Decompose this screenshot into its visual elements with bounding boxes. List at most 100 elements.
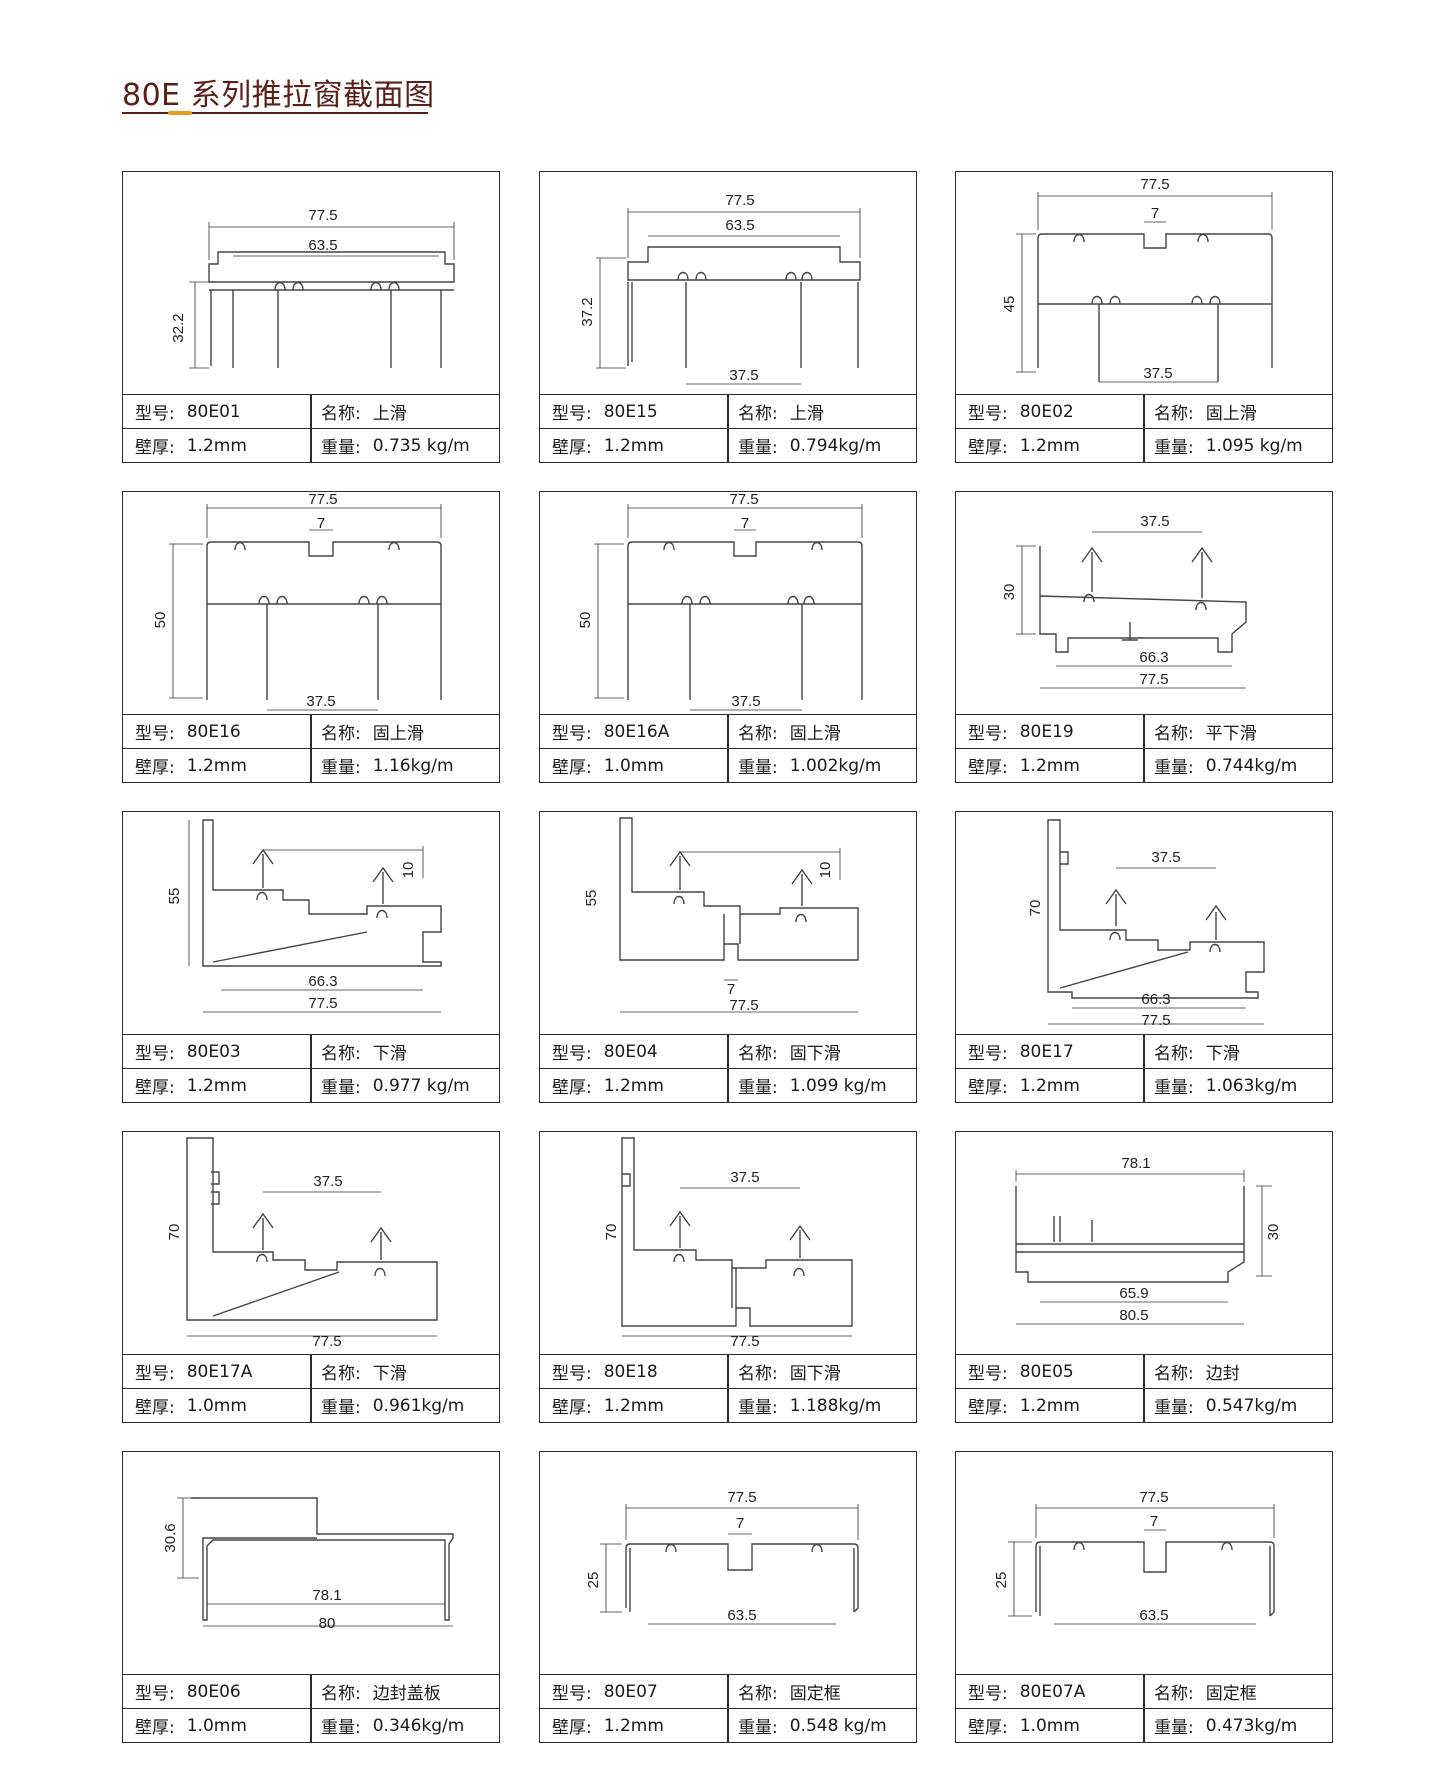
profile-drawing: 77.5 7 25 63.5 xyxy=(993,1489,1275,1625)
thickness-value: 1.2mm xyxy=(1019,1075,1080,1096)
profile-drawing: 37.5 70 77.5 xyxy=(603,1137,853,1350)
weight-value: 0.961kg/m xyxy=(372,1395,465,1416)
model-value: 80E02 xyxy=(1019,401,1074,422)
dim-label: 77.5 xyxy=(730,1333,759,1350)
profile-drawing: 30.6 78.1 80 xyxy=(162,1497,454,1632)
thickness-value: 1.2mm xyxy=(186,435,247,456)
dim-label: 77.5 xyxy=(1140,176,1169,193)
profile-card-80E06: 30.6 78.1 80 型号:80E06 名称:边封盖板 壁厚:1.0mm 重… xyxy=(122,1451,500,1743)
profile-card-80E01: 77.5 63.5 32.2 型号:80E01 名称:上滑 壁厚:1.2mm 重… xyxy=(122,171,500,463)
model-value: 80E17 xyxy=(1019,1041,1074,1062)
dim-label: 66.3 xyxy=(308,973,337,990)
weight-value: 0.744kg/m xyxy=(1205,755,1298,776)
profile-drawing: 37.5 70 66.3 77.5 xyxy=(1027,819,1265,1029)
spec-table: 型号:80E19 名称:平下滑 壁厚:1.2mm 重量:0.744kg/m xyxy=(956,714,1332,782)
dim-label: 10 xyxy=(400,862,417,879)
name-value: 固上滑 xyxy=(372,724,424,744)
weight-value: 0.977 kg/m xyxy=(372,1075,470,1096)
dim-label: 77.5 xyxy=(308,207,337,224)
profile-card-80E03: 10 55 66.3 77.5 型号:80E03 名称:下滑 壁厚:1.2mm … xyxy=(122,811,500,1103)
profile-drawing: 78.1 30 65.9 80.5 xyxy=(1015,1155,1282,1325)
weight-value: 1.099 kg/m xyxy=(789,1075,887,1096)
name-value: 上滑 xyxy=(789,404,824,424)
profile-drawing: 77.5 7 25 63.5 xyxy=(585,1489,859,1625)
spec-table: 型号:80E07 名称:固定框 壁厚:1.2mm 重量:0.548 kg/m xyxy=(540,1674,916,1742)
model-value: 80E16A xyxy=(603,721,670,742)
dim-label: 30.6 xyxy=(162,1523,179,1552)
name-value: 下滑 xyxy=(1205,1044,1240,1064)
weight-value: 0.346kg/m xyxy=(372,1715,465,1736)
dim-label: 77.5 xyxy=(729,492,758,508)
dim-label: 70 xyxy=(603,1224,620,1241)
weight-value: 0.547kg/m xyxy=(1205,1395,1298,1416)
dim-label: 77.5 xyxy=(1141,1012,1170,1029)
model-value: 80E16 xyxy=(186,721,241,742)
dim-label: 77.5 xyxy=(1139,1489,1168,1506)
weight-value: 1.095 kg/m xyxy=(1205,435,1303,456)
dim-label: 66.3 xyxy=(1141,991,1170,1008)
dim-label: 77.5 xyxy=(729,997,758,1014)
thickness-value: 1.2mm xyxy=(603,1715,664,1736)
name-value: 边封盖板 xyxy=(372,1684,441,1704)
profile-card-80E16A: 77.5 7 50 37.5 型号:80E16A 名称:固上滑 壁厚:1.0mm… xyxy=(539,491,917,783)
thickness-value: 1.2mm xyxy=(603,435,664,456)
dim-label: 37.5 xyxy=(1143,365,1172,382)
spec-table: 型号:80E16 名称:固上滑 壁厚:1.2mm 重量:1.16kg/m xyxy=(123,714,499,782)
dim-label: 32.2 xyxy=(170,313,187,342)
dim-label: 37.5 xyxy=(1140,513,1169,530)
spec-table: 型号:80E17 名称:下滑 壁厚:1.2mm 重量:1.063kg/m xyxy=(956,1034,1332,1102)
spec-table: 型号:80E02 名称:固上滑 壁厚:1.2mm 重量:1.095 kg/m xyxy=(956,394,1332,462)
profile-card-80E07A: 77.5 7 25 63.5 型号:80E07A 名称:固定框 壁厚:1.0mm… xyxy=(955,1451,1333,1743)
dim-label: 78.1 xyxy=(1121,1155,1150,1172)
name-value: 固定框 xyxy=(1205,1684,1257,1704)
profile-card-80E04: 10 55 7 77.5 型号:80E04 名称:固下滑 壁厚:1.2mm 重量… xyxy=(539,811,917,1103)
weight-value: 1.063kg/m xyxy=(1205,1075,1298,1096)
name-value: 固定框 xyxy=(789,1684,841,1704)
weight-value: 1.16kg/m xyxy=(372,755,454,776)
profile-drawing: 77.5 7 45 37.5 xyxy=(1001,176,1273,383)
name-value: 固上滑 xyxy=(789,724,841,744)
spec-table: 型号:80E01 名称:上滑 壁厚:1.2mm 重量:0.735 kg/m xyxy=(123,394,499,462)
thickness-value: 1.2mm xyxy=(186,755,247,776)
dim-label: 37.5 xyxy=(729,367,758,384)
name-value: 平下滑 xyxy=(1205,724,1257,744)
dim-label: 7 xyxy=(736,1515,744,1532)
weight-value: 0.735 kg/m xyxy=(372,435,470,456)
thickness-value: 1.0mm xyxy=(186,1395,247,1416)
dim-label: 70 xyxy=(166,1224,183,1241)
dim-label: 45 xyxy=(1001,296,1018,313)
dim-label: 80 xyxy=(319,1615,336,1632)
dim-label: 70 xyxy=(1027,900,1044,917)
page-title: 80E 系列推拉窗截面图 xyxy=(122,78,435,113)
profile-card-80E15: 77.5 63.5 37.2 37.5 型号:80E15 名称:上滑 壁厚:1.… xyxy=(539,171,917,463)
profile-card-80E07: 77.5 7 25 63.5 型号:80E07 名称:固定框 壁厚:1.2mm … xyxy=(539,1451,917,1743)
thickness-value: 1.2mm xyxy=(186,1075,247,1096)
dim-label: 63.5 xyxy=(308,237,337,254)
name-value: 边封 xyxy=(1205,1364,1240,1384)
thickness-value: 1.2mm xyxy=(1019,435,1080,456)
model-value: 80E15 xyxy=(603,401,658,422)
spec-table: 型号:80E15 名称:上滑 壁厚:1.2mm 重量:0.794kg/m xyxy=(540,394,916,462)
dim-label: 65.9 xyxy=(1119,1285,1148,1302)
dim-label: 7 xyxy=(727,981,735,998)
model-value: 80E17A xyxy=(186,1361,253,1382)
dim-label: 78.1 xyxy=(312,1587,341,1604)
profile-card-80E17A: 37.5 70 77.5 型号:80E17A 名称:下滑 壁厚:1.0mm 重量… xyxy=(122,1131,500,1423)
spec-table: 型号:80E18 名称:固下滑 壁厚:1.2mm 重量:1.188kg/m xyxy=(540,1354,916,1422)
dim-label: 77.5 xyxy=(727,1489,756,1506)
profile-card-80E18: 37.5 70 77.5 型号:80E18 名称:固下滑 壁厚:1.2mm 重量… xyxy=(539,1131,917,1423)
thickness-value: 1.2mm xyxy=(603,1395,664,1416)
profile-drawing: 77.5 63.5 37.2 37.5 xyxy=(579,192,861,385)
model-value: 80E19 xyxy=(1019,721,1074,742)
dim-label: 7 xyxy=(317,515,325,532)
model-value: 80E18 xyxy=(603,1361,658,1382)
name-value: 下滑 xyxy=(372,1364,407,1384)
dim-label: 37.5 xyxy=(313,1173,342,1190)
dim-label: 37.2 xyxy=(579,297,596,326)
model-value: 80E06 xyxy=(186,1681,241,1702)
dim-label: 25 xyxy=(585,1572,602,1589)
dim-label: 63.5 xyxy=(725,217,754,234)
dim-label: 25 xyxy=(993,1572,1010,1589)
model-value: 80E05 xyxy=(1019,1361,1074,1382)
profile-drawing: 10 55 7 77.5 xyxy=(583,817,859,1014)
